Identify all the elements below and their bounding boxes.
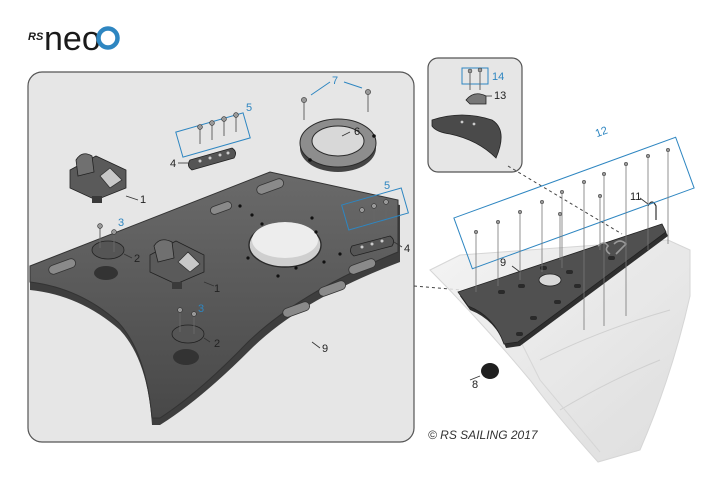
brand-logo: RS neo — [28, 20, 120, 58]
connector-line-inset — [507, 165, 623, 235]
connector-line-main — [413, 285, 463, 291]
disc-part-2-lower — [171, 307, 211, 344]
callout-13: 13 — [494, 90, 506, 102]
backing-plate-part-4-upper — [178, 147, 236, 171]
cleat-part-1-upper — [69, 153, 139, 203]
callout-2-lower: 2 — [214, 338, 220, 350]
callout-5-right: 5 — [384, 180, 390, 192]
brand-name: neo — [44, 20, 101, 58]
ring-part-6 — [299, 118, 377, 172]
callout-6: 6 — [354, 126, 360, 138]
callout-3-upper: 3 — [118, 217, 124, 229]
callout-4-right: 4 — [404, 243, 410, 255]
callout-8: 8 — [472, 379, 478, 391]
disc-part-2-upper — [91, 223, 133, 260]
callout-2-upper: 2 — [134, 253, 140, 265]
backing-plate-part-4-right — [350, 235, 403, 257]
callout-11: 11 — [630, 191, 641, 203]
inset-panel-frame — [427, 57, 523, 173]
bolt-set-part-5-upper — [175, 112, 251, 158]
callout-1-upper: 1 — [140, 194, 146, 206]
deck-plate-part-9 — [29, 171, 400, 425]
hull-assembly-view: 9 11 12 8 — [429, 125, 695, 463]
callout-9-main: 9 — [322, 343, 328, 355]
inset-detail-panel: 14 13 — [427, 57, 523, 173]
callout-9-assembly: 9 — [500, 257, 506, 269]
copyright-notice: © RS SAILING 2017 — [428, 428, 539, 442]
callout-4-upper: 4 — [170, 158, 176, 170]
cleat-part-1-lower — [149, 239, 215, 289]
brand-prefix: RS — [28, 31, 44, 43]
main-detail-panel: 1 1 2 2 3 3 4 4 5 5 6 7 9 — [27, 71, 415, 443]
callout-7: 7 — [332, 75, 338, 87]
callout-3-lower: 3 — [198, 303, 204, 315]
brand-o-accent — [96, 26, 120, 50]
callout-14: 14 — [492, 71, 504, 83]
bolt-set-part-5-right — [340, 187, 410, 231]
callout-12: 12 — [594, 125, 610, 140]
callout-5-upper: 5 — [246, 102, 252, 114]
callout-1-lower: 1 — [214, 283, 220, 295]
bolt-pair-part-7 — [301, 81, 371, 120]
